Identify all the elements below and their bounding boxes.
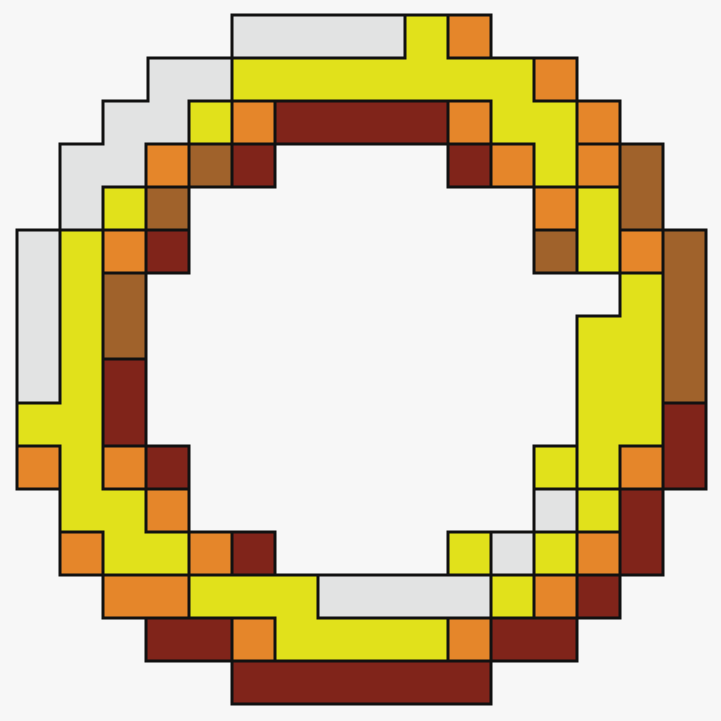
maroon-lower-left	[144, 616, 234, 663]
maroon-bottom-left-tile	[230, 530, 277, 577]
maroon-top-right-tile	[446, 142, 493, 189]
orange-tile	[15, 444, 62, 491]
brown-upper-right	[618, 142, 665, 232]
orange-tile	[446, 99, 493, 146]
orange-tile	[532, 573, 579, 620]
yellow-right-small	[532, 444, 579, 491]
maroon-lower-left-tile	[144, 444, 191, 491]
white-top	[230, 13, 407, 60]
brown-left-tile	[144, 185, 191, 232]
orange-tile	[58, 530, 105, 577]
orange-tile	[575, 142, 622, 189]
orange-tile	[144, 487, 191, 534]
maroon-top-left-tile	[230, 142, 277, 189]
orange-tile	[489, 142, 536, 189]
maroon-left-inner	[101, 357, 148, 448]
orange-tile	[101, 444, 148, 491]
orange-tile	[575, 99, 622, 146]
white-bottom	[316, 573, 493, 620]
orange-tile	[144, 142, 191, 189]
yellow-bottom-small	[446, 530, 493, 577]
brown-right-tile	[532, 228, 579, 275]
orange-tile	[532, 56, 579, 103]
orange-tile	[230, 616, 277, 663]
orange-tile	[101, 228, 148, 275]
orange-tile	[532, 185, 579, 232]
orange-tile	[575, 530, 622, 577]
maroon-right-tile	[575, 573, 622, 620]
orange-tile	[618, 228, 665, 275]
orange-tile	[446, 616, 493, 663]
maroon-lower-right	[489, 616, 579, 663]
brown-right	[661, 228, 708, 405]
orange-tile	[446, 13, 493, 60]
maroon-left-tile	[144, 228, 191, 275]
orange-tile	[230, 99, 277, 146]
brown-left-inner	[101, 271, 148, 361]
orange-tile	[618, 444, 665, 491]
brown-upper-left-tile	[187, 142, 234, 189]
orange-tile	[187, 530, 234, 577]
maroon-top-bar	[273, 99, 450, 146]
ring-pieces	[15, 13, 708, 706]
orange-bar-lower-left	[101, 573, 191, 620]
white-left	[15, 228, 62, 405]
maroon-bottom-bar	[230, 659, 493, 706]
